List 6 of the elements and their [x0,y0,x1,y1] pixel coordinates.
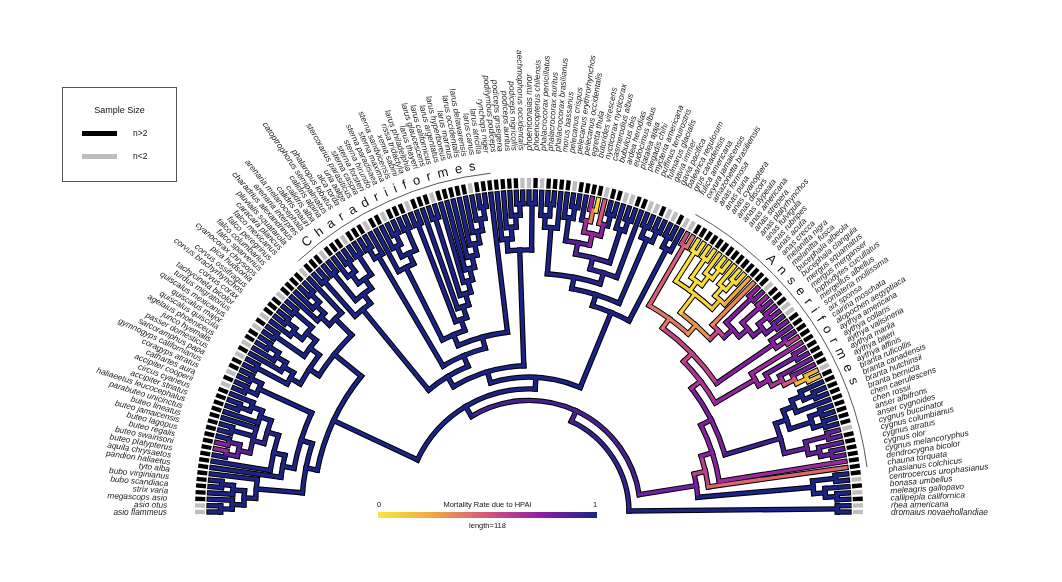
legend-title: Sample Size [94,106,145,115]
legend-label: n<2 [133,152,148,161]
legend-label: n>2 [133,129,148,138]
species-label: asio flammeus [113,507,167,517]
species-label: phoeniconaias minor [524,73,534,150]
species-label: dromaius novaehollandiae [891,507,988,517]
